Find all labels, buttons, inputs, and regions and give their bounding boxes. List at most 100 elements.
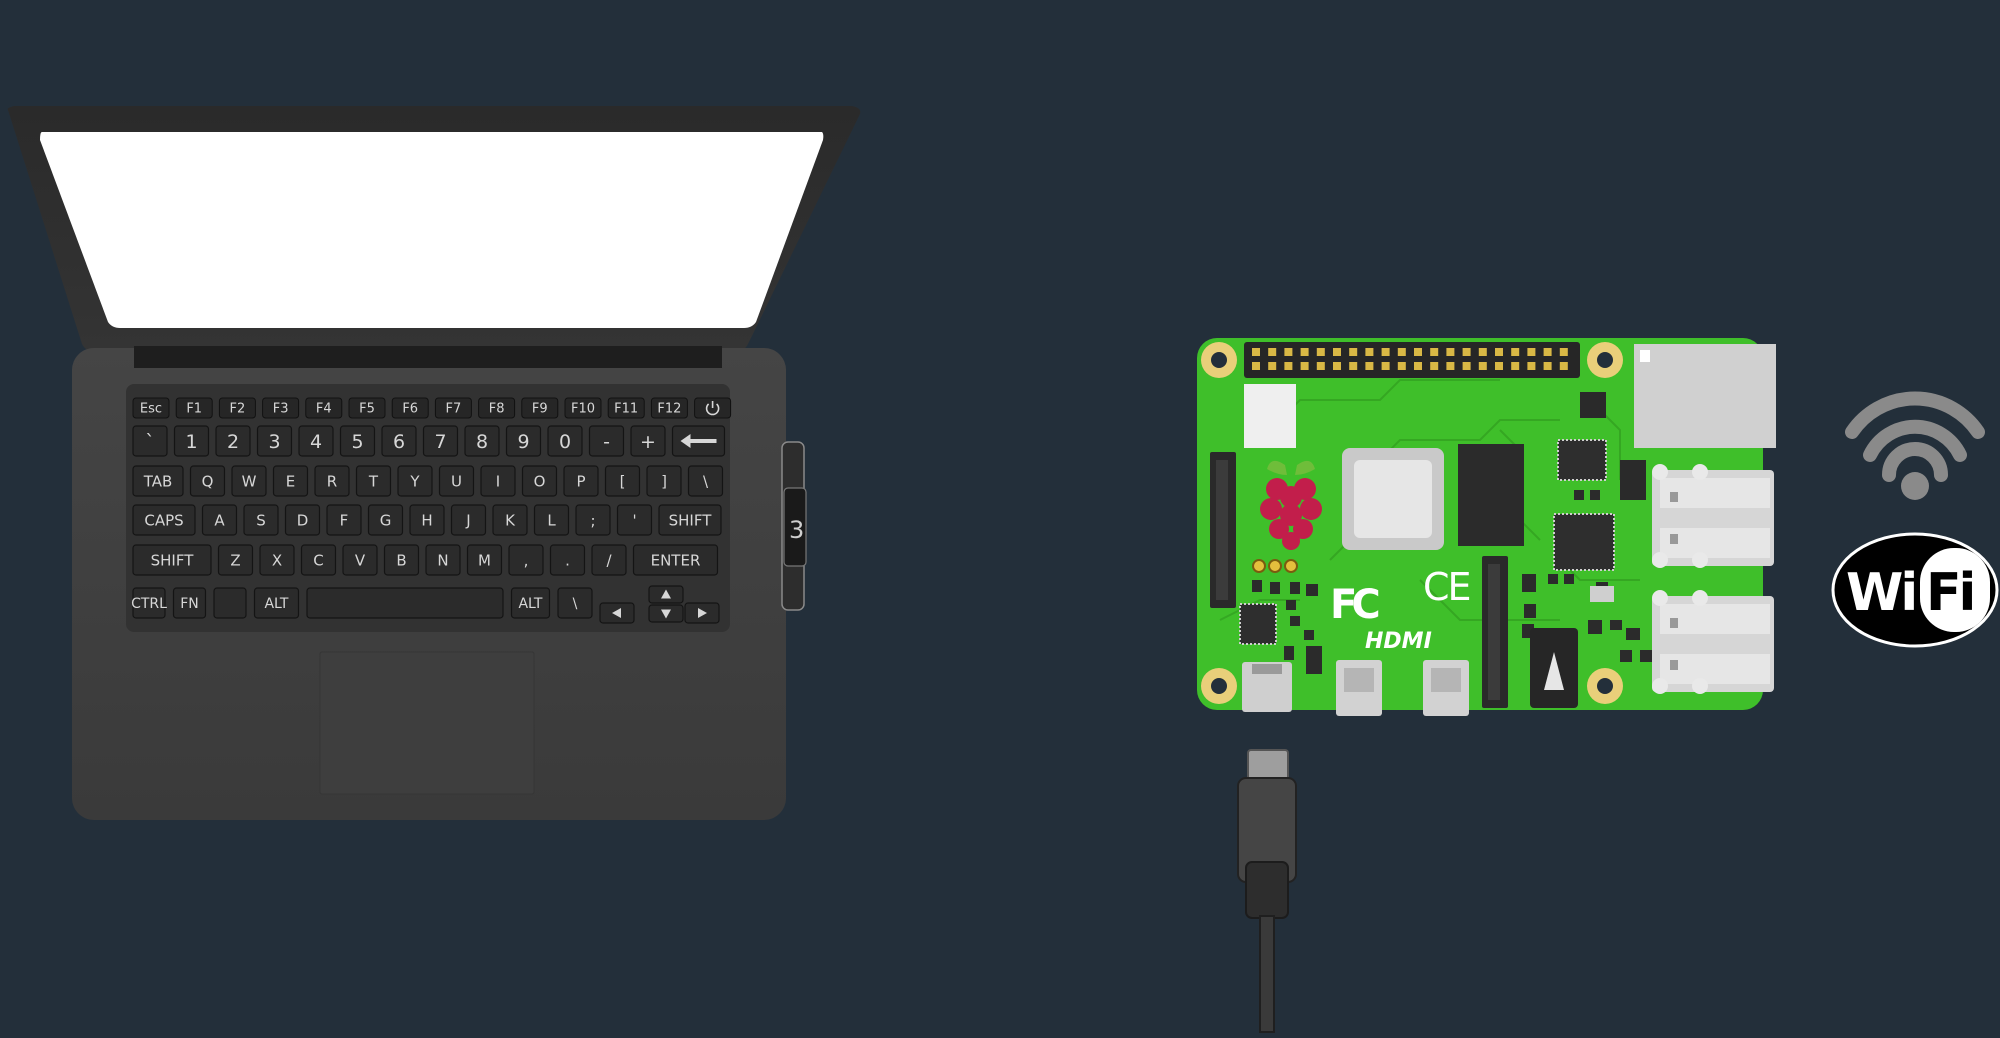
key-fn-1[interactable]: FN <box>172 587 207 619</box>
key-a-1[interactable]: A <box>201 504 238 536</box>
gpio-header[interactable] <box>1244 342 1580 378</box>
touchpad[interactable] <box>319 651 535 795</box>
key-backslash-13[interactable]: \ <box>687 465 724 497</box>
key-8-8[interactable]: 8 <box>464 425 500 457</box>
key-f7-7[interactable]: F7 <box>434 397 472 419</box>
key-cap <box>658 504 722 536</box>
key-backslash-6[interactable]: \ <box>557 587 593 619</box>
key-e-3[interactable]: E <box>272 465 309 497</box>
key-label: S <box>256 511 266 529</box>
key-period-9[interactable]: . <box>549 544 586 576</box>
key-f3-3[interactable]: F3 <box>262 397 300 419</box>
board-usb-c-port[interactable] <box>1242 662 1292 712</box>
laptop-usb-port[interactable]: 3 <box>781 441 807 611</box>
key-enter-11[interactable]: ENTER <box>632 544 719 576</box>
usb-c-cable[interactable] <box>1237 749 1297 1033</box>
key-6-6[interactable]: 6 <box>381 425 417 457</box>
key-label: F7 <box>446 402 462 417</box>
key-up-arrow-icon-1[interactable] <box>648 585 684 604</box>
key-blank-4[interactable] <box>306 587 504 619</box>
key-quote-11[interactable]: ' <box>616 504 653 536</box>
key-label: SHIFT <box>669 511 713 529</box>
key-shift-0[interactable]: SHIFT <box>132 544 212 576</box>
key-c-3[interactable]: C <box>300 544 337 576</box>
key-r-4[interactable]: R <box>314 465 350 497</box>
key-f1-1[interactable]: F1 <box>175 397 213 419</box>
key-left-arrow-icon-0[interactable] <box>599 602 635 624</box>
key-s-2[interactable]: S <box>243 504 279 536</box>
key-cap <box>175 397 213 419</box>
key-lbracket-11[interactable]: [ <box>604 465 641 497</box>
key-g-5[interactable]: G <box>367 504 404 536</box>
key-y-6[interactable]: Y <box>397 465 433 497</box>
key-n-6[interactable]: N <box>425 544 461 576</box>
key-shift-12[interactable]: SHIFT <box>658 504 722 536</box>
key-blank-2[interactable] <box>213 587 247 619</box>
key-1-1[interactable]: 1 <box>173 425 210 457</box>
key-tab-0[interactable]: TAB <box>132 465 184 497</box>
key-f2-2[interactable]: F2 <box>218 397 256 419</box>
key-w-2[interactable]: W <box>231 465 267 497</box>
key-i-8[interactable]: I <box>480 465 516 497</box>
key-backtick-0[interactable]: ` <box>132 425 168 457</box>
key-f8-8[interactable]: F8 <box>478 397 516 419</box>
key-3-3[interactable]: 3 <box>256 425 293 457</box>
key-4-4[interactable]: 4 <box>298 425 334 457</box>
key-power-icon-13[interactable] <box>694 397 732 419</box>
key-5-5[interactable]: 5 <box>339 425 376 457</box>
key-j-7[interactable]: J <box>450 504 487 536</box>
key-f10-10[interactable]: F10 <box>564 397 602 419</box>
key-b-5[interactable]: B <box>383 544 420 576</box>
key-ctrl-0[interactable]: CTRL <box>131 587 167 619</box>
key-esc-0[interactable]: Esc <box>132 397 170 419</box>
key-backspace-icon-13[interactable] <box>671 425 726 457</box>
key-z-1[interactable]: Z <box>217 544 254 576</box>
key-f-4[interactable]: F <box>326 504 362 536</box>
key-l-9[interactable]: L <box>533 504 570 536</box>
usb-port-block-0[interactable] <box>1652 464 1774 568</box>
key-h-6[interactable]: H <box>409 504 445 536</box>
left-arrow-icon <box>612 608 621 618</box>
key-0-10[interactable]: 0 <box>547 425 583 457</box>
key-p-10[interactable]: P <box>563 465 599 497</box>
key-q-1[interactable]: Q <box>189 465 226 497</box>
key-minus-11[interactable]: - <box>588 425 625 457</box>
key-2-2[interactable]: 2 <box>215 425 251 457</box>
key-f5-5[interactable]: F5 <box>348 397 386 419</box>
key-f4-4[interactable]: F4 <box>305 397 343 419</box>
ethernet-port[interactable] <box>1634 344 1776 448</box>
key-u-7[interactable]: U <box>438 465 475 497</box>
key-f11-11[interactable]: F11 <box>607 397 645 419</box>
key-o-9[interactable]: O <box>521 465 558 497</box>
laptop-screen[interactable] <box>40 132 824 328</box>
key-label: CAPS <box>144 511 183 529</box>
key-v-4[interactable]: V <box>342 544 378 576</box>
key-7-7[interactable]: 7 <box>422 425 459 457</box>
key-f12-12[interactable]: F12 <box>650 397 688 419</box>
key-f9-9[interactable]: F9 <box>521 397 559 419</box>
key-caps-0[interactable]: CAPS <box>132 504 196 536</box>
key-alt-3[interactable]: ALT <box>253 587 300 619</box>
key-right-arrow-icon-3[interactable] <box>684 602 720 624</box>
key-x-2[interactable]: X <box>259 544 295 576</box>
key-alt-5[interactable]: ALT <box>510 587 551 619</box>
key-d-3[interactable]: D <box>284 504 321 536</box>
gpio-pin <box>1300 348 1309 356</box>
usb-port-block-1[interactable] <box>1652 590 1774 694</box>
key-9-9[interactable]: 9 <box>505 425 542 457</box>
key-k-8[interactable]: K <box>492 504 528 536</box>
key-label: ] <box>661 472 667 490</box>
key-rbracket-12[interactable]: ] <box>646 465 682 497</box>
key-t-5[interactable]: T <box>355 465 392 497</box>
key-plus-12[interactable]: + <box>630 425 666 457</box>
gpio-pin <box>1381 348 1390 356</box>
key-semicolon-10[interactable]: ; <box>575 504 611 536</box>
key-m-7[interactable]: M <box>466 544 503 576</box>
key-slash-10[interactable]: / <box>591 544 627 576</box>
key-cap <box>256 425 293 457</box>
gpio-pin <box>1316 348 1325 356</box>
key-f6-6[interactable]: F6 <box>391 397 429 419</box>
key-down-arrow-icon-2[interactable] <box>648 604 684 623</box>
key-comma-8[interactable]: , <box>508 544 544 576</box>
